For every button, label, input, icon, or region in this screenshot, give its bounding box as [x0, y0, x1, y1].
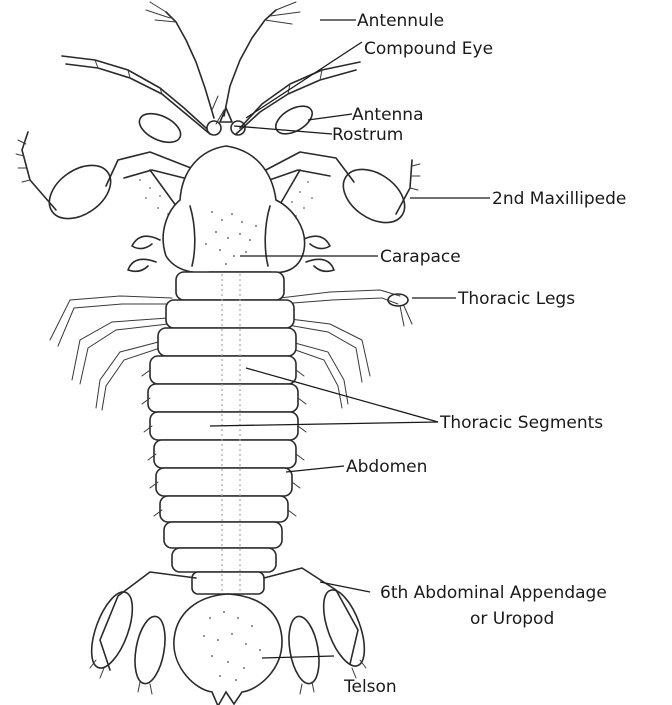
segment-1 [176, 272, 284, 300]
segment-5 [148, 384, 298, 412]
label-telson: Telson [343, 677, 397, 697]
rostrum [220, 108, 232, 122]
compound-eye-left [207, 121, 221, 135]
leader-uropod [320, 582, 370, 592]
label-antenna: Antenna [352, 105, 424, 125]
label-uropod-line2: or Uropod [470, 609, 554, 629]
segment-10 [164, 522, 282, 548]
segment-2 [166, 300, 294, 328]
antennal-scale-left [135, 108, 185, 148]
label-thoracic-legs: Thoracic Legs [457, 289, 575, 309]
segment-9 [160, 496, 288, 522]
segment-8 [156, 468, 292, 496]
segment-3 [158, 328, 296, 356]
label-thoracic-segments: Thoracic Segments [439, 413, 603, 433]
segment-11 [172, 548, 276, 572]
label-compound-eye: Compound Eye [364, 39, 493, 59]
label-abdomen: Abdomen [346, 457, 427, 477]
antennules [146, 2, 300, 124]
label-maxillipede: 2nd Maxillipede [492, 189, 626, 209]
label-uropod-line1: 6th Abdominal Appendage [380, 583, 607, 603]
label-antennule: Antennule [357, 11, 444, 31]
thoracic-legs-right [280, 290, 412, 408]
leader-abdomen [286, 466, 344, 472]
label-carapace: Carapace [380, 247, 461, 267]
label-rostrum: Rostrum [332, 125, 403, 145]
segment-4 [150, 356, 296, 384]
telson [174, 594, 282, 705]
segment-12 [192, 572, 264, 594]
segment-7 [154, 440, 296, 468]
labels: Antennule Compound Eye Antenna Rostrum 2… [332, 11, 626, 697]
leader-antenna [308, 114, 352, 120]
body-segments [142, 272, 306, 594]
leader-rostrum [234, 126, 332, 134]
